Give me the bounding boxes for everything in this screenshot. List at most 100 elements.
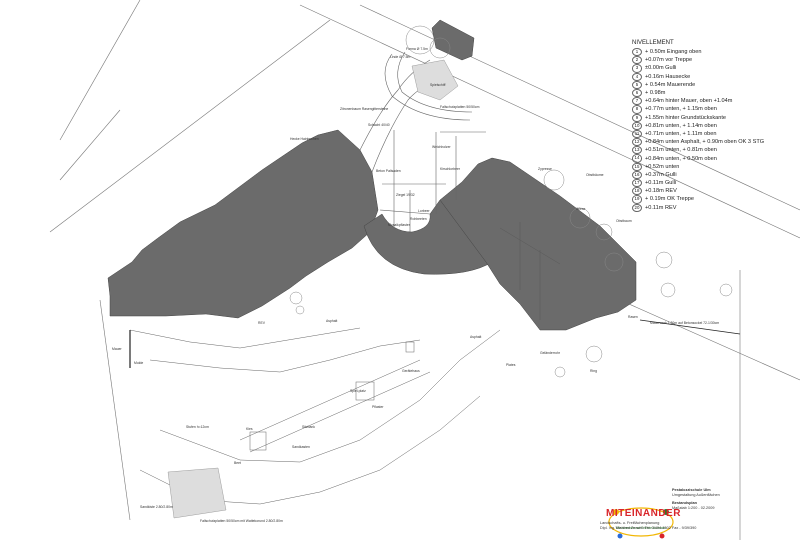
legend-number: 7 — [632, 97, 642, 106]
label-kies: Kies — [246, 427, 253, 431]
legend-number: 9 — [632, 113, 642, 122]
label-asphalt-2: Asphalt — [470, 335, 481, 339]
legend-text: +0.11m Gulli — [645, 180, 677, 187]
label-obstbaume: Obstbäume — [586, 173, 604, 177]
east-wing-lines — [499, 222, 561, 320]
label-fallschutz: Fallschutzplatten 50/50cm — [440, 105, 480, 109]
label-sitzbank: Sitzbank — [302, 425, 315, 429]
label-stufen: Stufen h=12cm — [186, 425, 209, 429]
legend-title: NIVELLEMENT — [632, 40, 674, 46]
sand-areas — [167, 59, 459, 519]
label-rev: REV — [258, 321, 266, 325]
label-linde: Linde Ø 7.5m — [390, 55, 411, 59]
label-mauer: Mauer — [112, 347, 122, 351]
label-mauerwerk: Mauerwerk 1.30m auf Betonsockel 72-1/30c… — [650, 321, 719, 325]
legend-number: 16 — [632, 170, 642, 179]
building-east-wing — [439, 157, 637, 331]
mauer-line-2 — [639, 319, 741, 335]
legend-number: 4 — [632, 72, 642, 81]
label-fallschutz2: Fallschutzplatten 50/50cm mit Wattekorun… — [200, 519, 283, 523]
logo-word: MITEINANDER — [606, 508, 681, 519]
label-kirschlorbeer: Kirschlorbeer — [440, 167, 461, 171]
legend-text: +0.16m Hausecke — [645, 73, 691, 80]
legend-number: 18 — [632, 187, 642, 196]
label-gelanderrohr: Geländerrohr — [540, 351, 561, 355]
legend-number: 2 — [632, 56, 642, 65]
legend-row: 9+1.55m hinter Grundstückskante — [632, 113, 792, 122]
legend-number: 6 — [632, 88, 642, 98]
legend-row: 8+0.77m unten, + 1.15m oben — [632, 105, 792, 114]
legend-text: +0.77m unten, + 1.15m oben — [645, 106, 717, 113]
label-wiese: Wiese — [576, 207, 586, 211]
tb-address: Dipl. Ing. Manfred Zenzen Tel. 0/404-150… — [600, 526, 697, 530]
legend-number: 3 — [632, 64, 642, 73]
building-garage — [431, 19, 475, 61]
boundary-lines — [49, 0, 800, 540]
legend-row: 5+ 0.54m Mauerende — [632, 80, 792, 89]
legend-row: 4+0.16m Hausecke — [632, 72, 792, 81]
playground — [129, 327, 501, 505]
legend-text: +0.84m unten, + 0.50m oben — [645, 155, 717, 162]
label-forma: Forma Ø 7.5m — [406, 47, 428, 51]
label-lorbeer: Lorbeer — [418, 209, 431, 213]
legend-text: + 0.50m Eingang oben — [645, 49, 702, 56]
legend-row: 17+0.11m Gulli — [632, 179, 792, 188]
label-plates: Plates — [506, 363, 516, 367]
legend-number: 20 — [632, 203, 642, 212]
label-schacht: Schacht 40/40 — [368, 123, 390, 127]
legend-row: 3±0.00m Gulli — [632, 64, 792, 73]
legend-number: 1 — [632, 48, 642, 57]
label-beton: Beton Palisaden — [376, 169, 401, 173]
legend-row: 7+0.64m hinter Mauer, oben +1.04m — [632, 97, 792, 106]
legend-text: +0.07m vor Treppe — [645, 57, 693, 64]
label-ring: Ring — [590, 369, 597, 373]
legend-text: +0.64m hinter Mauer, oben +1.04m — [645, 98, 733, 105]
legend-number: 12 — [632, 138, 642, 147]
legend-row: 18+0.18m REV — [632, 187, 792, 196]
label-asphalt: Asphalt — [326, 319, 337, 323]
legend-text: + 0.98m — [645, 90, 666, 97]
label-obstbaum: Obstbaum — [616, 219, 632, 223]
legend-row: 13+0.51m unten, + 0.81m oben — [632, 146, 792, 155]
legend-text: +0.71m unten, + 1.11m oben — [645, 130, 717, 137]
legend-text: +1.55m hinter Grundstückskante — [645, 114, 726, 121]
label-sandkasten: Sandkasten — [292, 445, 310, 449]
legend-number: 17 — [632, 179, 642, 188]
label-sandkiste: Sandkiste 2.80/2.80m — [140, 505, 173, 509]
label-beet: Beet — [234, 461, 241, 465]
legend-row: 2+0.07m vor Treppe — [632, 56, 792, 65]
logo-tagline: Wir kommen auf Drehen kommen — [615, 526, 667, 530]
label-zitronen: Zitronenbaum Rasengittersteine — [340, 107, 388, 111]
legend-number: 11 — [632, 129, 642, 139]
legend-row: 6+ 0.98m — [632, 88, 792, 98]
label-mulde: Mulde — [134, 361, 143, 365]
legend-number: 10 — [632, 121, 642, 130]
tb-plan: Bestandsplan — [672, 501, 697, 505]
legend-row: 12+0.84m unten Asphalt, + 0.90m oben OK … — [632, 138, 792, 147]
label-hecke: Hecke Hainbuchen — [290, 137, 319, 141]
legend-text: +0.52m unten — [645, 163, 680, 170]
label-rasen: Rasen — [628, 315, 638, 319]
legend-row: 11+0.71m unten, + 1.11m oben — [632, 129, 792, 139]
legend-number: 13 — [632, 146, 642, 155]
miteinander-logo: MITEINANDER Wir kommen auf Drehen kommen — [606, 500, 681, 548]
legend-text: +0.51m unten, + 0.81m oben — [645, 147, 717, 154]
logo-sun-icon — [608, 507, 674, 539]
title-block: Pestalozzischule Ulm Umgestaltung Außenf… — [600, 488, 792, 531]
label-rohbeeten: Rohbeeten — [410, 217, 427, 221]
legend-text: +0.37m Gulli — [645, 171, 677, 178]
legend-row: 10+0.81m unten, + 1.14m oben — [632, 121, 792, 130]
label-spielschiff: Spielschiff — [430, 83, 445, 87]
tb-project: Umgestaltung Außenflächen — [672, 493, 720, 497]
label-zypresse: Zypresse — [538, 167, 552, 171]
label-ziegel: Ziegel 19/32 — [396, 193, 415, 197]
label-gerate: Gerätehaus — [402, 369, 420, 373]
legend-row: 15+0.52m unten — [632, 162, 792, 171]
legend-text: +0.11m REV — [645, 204, 677, 211]
legend-row: 16+0.37m Gulli — [632, 170, 792, 179]
legend-text: +0.18m REV — [645, 188, 677, 195]
legend-row: 14+0.84m unten, + 0.50m oben — [632, 154, 792, 163]
label-pflaster: Pflaster — [372, 405, 384, 409]
